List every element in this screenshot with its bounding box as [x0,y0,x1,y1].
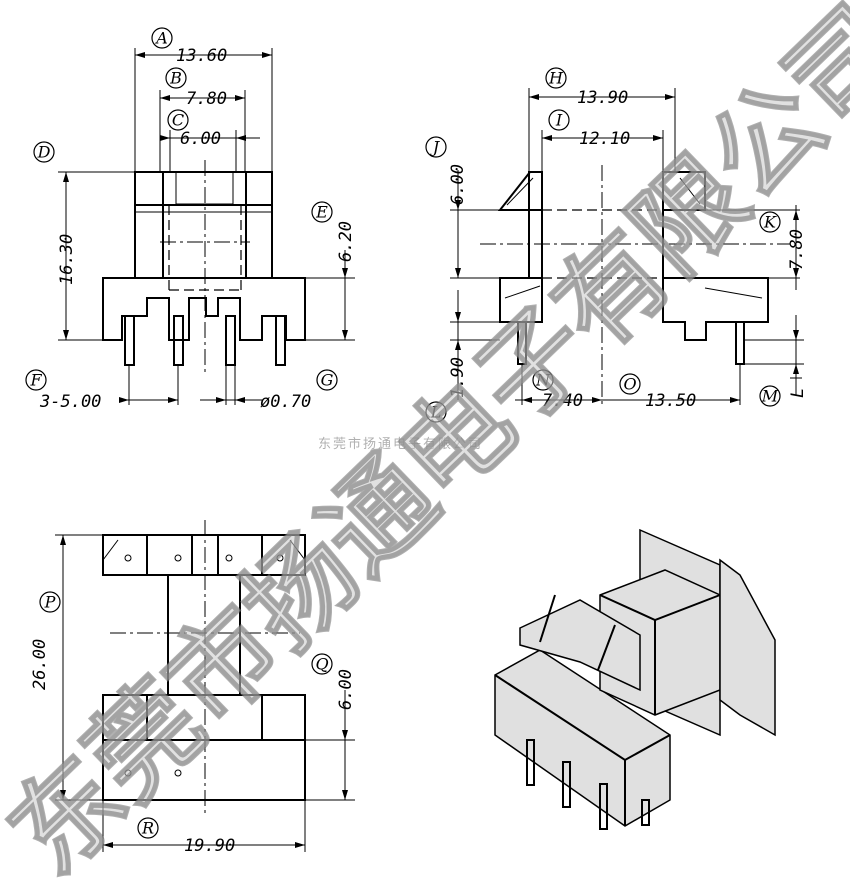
label-F-circle [25,369,47,391]
label-J-circle [425,136,447,158]
top-view-dimensions [55,534,355,852]
label-E-circle [311,201,333,223]
label-Q: Q [315,655,328,674]
label-B-circle [165,67,187,89]
dim-H-value: 13.90 [577,88,628,108]
dim-K-value: 7.80 [787,229,807,270]
label-G-circle [316,369,338,391]
dim-J-value: 6.00 [448,164,468,205]
top-view [102,520,306,815]
label-A: A [154,29,168,48]
label-A-circle [151,27,173,49]
label-I: I [555,111,563,130]
label-D: D [37,143,51,162]
label-L: L [430,403,442,422]
label-J: J [430,138,441,157]
front-view [102,160,306,372]
label-M: M [761,387,779,406]
dimension-values: 13.60 7.80 6.00 16.30 6.20 3-5.00 ø0.70 … [30,46,808,856]
label-F: F [29,371,42,390]
label-O-circle [619,373,641,395]
label-B: B [169,69,182,88]
dim-B-value: 7.80 [186,89,227,109]
label-R: R [141,819,154,838]
label-D-circle [33,141,55,163]
dim-F-value: 3-5.00 [39,392,101,412]
label-L-circle [425,401,447,423]
letter-L: L [788,388,808,398]
dim-P-value: 26.00 [30,639,50,690]
dim-E-value: 6.20 [336,221,356,262]
isometric-view [494,528,776,830]
label-R-circle [137,817,159,839]
label-N: N [535,371,551,390]
label-O: O [623,375,636,394]
dim-R-value: 19.90 [184,836,235,856]
label-H-circle [545,67,567,89]
dim-O-value: 13.50 [645,391,696,411]
dim-N-value: 7.40 [542,391,583,411]
label-C-circle [167,109,189,131]
label-P: P [44,593,56,612]
label-Q-circle [311,653,333,675]
label-G: G [321,371,334,390]
dim-A-value: 13.60 [176,46,227,66]
label-P-circle [39,591,61,613]
dim-C-value: 6.00 [180,129,221,149]
company-caption: 东莞市扬通电子有限公司 [318,436,483,452]
dim-D-value: 16.30 [57,234,77,285]
dim-I-value: 12.10 [579,129,630,149]
label-I-circle [548,109,570,131]
label-N-circle [532,369,554,391]
front-view-dimensions [58,48,355,405]
dim-Q-value: 6.00 [336,669,356,710]
label-H: H [548,69,564,88]
label-K-circle [759,211,781,233]
dimension-labels: A B C D E F G H I J K L M N O P Q R [25,27,781,839]
label-M-circle [759,385,781,407]
dim-L-value: 1.90 [448,357,468,398]
side-view-dimensions [450,88,804,405]
label-C: C [172,111,184,130]
label-K: K [763,213,777,232]
dim-G-value: ø0.70 [260,392,311,412]
label-E: E [315,203,328,222]
